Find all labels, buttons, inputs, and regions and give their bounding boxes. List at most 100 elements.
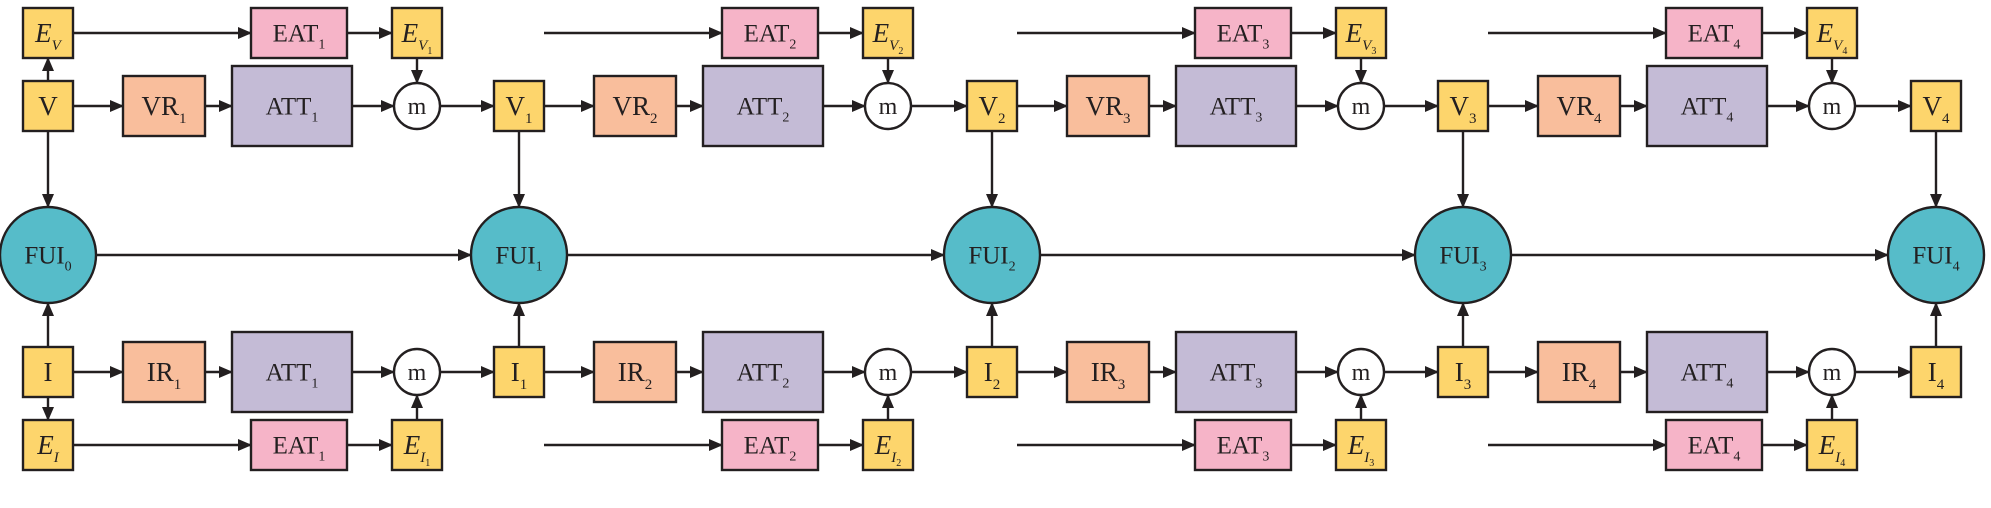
att-bottom-2-shape <box>701 330 825 414</box>
ir-1: IR1 <box>121 340 207 404</box>
bottom-start-e-i-shape <box>21 418 75 472</box>
e-i-3: EI3 <box>1334 418 1388 472</box>
fui-2: FUI2 <box>942 205 1042 305</box>
e-i-1-label: EI1 <box>403 430 431 469</box>
i-start-shape <box>21 345 75 399</box>
merge-bottom-3: m <box>1336 347 1386 397</box>
i-3-shape <box>1436 345 1490 399</box>
eat-top-3-shape <box>1193 6 1293 60</box>
v-start-shape <box>21 79 75 133</box>
eat-top-4: EAT4 <box>1664 6 1764 60</box>
att-bottom-1-shape <box>230 330 354 414</box>
eat-top-1: EAT1 <box>249 6 349 60</box>
att-bottom-4-shape <box>1645 330 1769 414</box>
fui-2-shape <box>942 205 1042 305</box>
ir-4: IR4 <box>1536 340 1622 404</box>
e-v-3: EV3 <box>1334 6 1388 60</box>
eat-top-1-label: EAT1 <box>273 21 326 53</box>
merge-top-1-symbol: m <box>408 94 427 120</box>
vr-2: VR2 <box>592 74 678 138</box>
merge-bottom-4: m <box>1807 347 1857 397</box>
ir-2-label: IR2 <box>618 357 653 393</box>
e-i-2-label: EI2 <box>874 430 902 469</box>
e-v-4-shape <box>1805 6 1859 60</box>
e-i-4-shape <box>1805 418 1859 472</box>
att-bottom-2-label: ATT2 <box>737 360 790 392</box>
eat-bottom-2: EAT2 <box>720 418 820 472</box>
vr-2-label: VR2 <box>612 91 657 127</box>
merge-bottom-3-symbol: m <box>1352 360 1371 386</box>
att-top-1-shape <box>230 64 354 148</box>
vr-1-shape <box>121 74 207 138</box>
att-bottom-3-shape <box>1174 330 1298 414</box>
i-start: I <box>21 345 75 399</box>
att-top-3-label: ATT3 <box>1210 94 1263 126</box>
att-top-3-shape <box>1174 64 1298 148</box>
att-bottom-1-label: ATT1 <box>266 360 319 392</box>
v-start: V <box>21 79 75 133</box>
i-1-shape <box>492 345 546 399</box>
v-1-label: V1 <box>506 91 533 127</box>
eat-bottom-4-shape <box>1664 418 1764 472</box>
eat-top-2-shape <box>720 6 820 60</box>
fui-4-label: FUI4 <box>1912 243 1959 275</box>
ir-2: IR2 <box>592 340 678 404</box>
att-top-4-shape <box>1645 64 1769 148</box>
e-i-1: EI1 <box>390 418 444 472</box>
v-1-shape <box>492 79 546 133</box>
v-2-label: V2 <box>979 91 1006 127</box>
merge-top-4: m <box>1807 81 1857 131</box>
merge-bottom-2-shape <box>863 347 913 397</box>
vr-1: VR1 <box>121 74 207 138</box>
e-i-4: EI4 <box>1805 418 1859 472</box>
fui-3: FUI3 <box>1413 205 1513 305</box>
i-2-label: I2 <box>984 357 1001 393</box>
e-v-3-label: EV3 <box>1345 18 1377 57</box>
att-top-4-label: ATT4 <box>1681 94 1734 126</box>
att-top-1-label: ATT1 <box>266 94 319 126</box>
merge-top-1-shape <box>392 81 442 131</box>
att-bottom-4-label: ATT4 <box>1681 360 1734 392</box>
merge-top-4-shape <box>1807 81 1857 131</box>
v-2: V2 <box>965 79 1019 133</box>
e-v-3-shape <box>1334 6 1388 60</box>
att-top-3: ATT3 <box>1174 64 1298 148</box>
eat-bottom-4-label: EAT4 <box>1688 433 1741 465</box>
top-start-e-v-shape <box>21 6 75 60</box>
eat-top-1-shape <box>249 6 349 60</box>
i-4-label: I4 <box>1928 357 1945 393</box>
merge-top-1: m <box>392 81 442 131</box>
merge-bottom-2: m <box>863 347 913 397</box>
att-top-2-label: ATT2 <box>737 94 790 126</box>
e-i-3-label: EI3 <box>1347 430 1375 469</box>
ir-4-shape <box>1536 340 1622 404</box>
eat-top-2-label: EAT2 <box>744 21 797 53</box>
top-start-e-v: EV <box>21 6 75 60</box>
e-i-1-shape <box>390 418 444 472</box>
vr-4-shape <box>1536 74 1622 138</box>
vr-3-label: VR3 <box>1085 91 1130 127</box>
vr-3: VR3 <box>1065 74 1151 138</box>
v-4-shape <box>1909 79 1963 133</box>
fui-1-label: FUI1 <box>495 243 542 275</box>
merge-top-3: m <box>1336 81 1386 131</box>
merge-bottom-3-shape <box>1336 347 1386 397</box>
e-v-4-label: EV4 <box>1816 18 1848 57</box>
eat-bottom-3-label: EAT3 <box>1217 433 1270 465</box>
e-i-2-shape <box>861 418 915 472</box>
i-3-label: I3 <box>1455 357 1472 393</box>
att-bottom-1: ATT1 <box>230 330 354 414</box>
i-start-label: I <box>44 357 53 387</box>
e-v-1-shape <box>390 6 444 60</box>
att-top-2: ATT2 <box>701 64 825 148</box>
e-i-4-label: EI4 <box>1818 430 1846 469</box>
att-bottom-4: ATT4 <box>1645 330 1769 414</box>
merge-top-2-symbol: m <box>879 94 898 120</box>
att-top-1: ATT1 <box>230 64 354 148</box>
ir-3: IR3 <box>1065 340 1151 404</box>
eat-bottom-1-shape <box>249 418 349 472</box>
e-v-4: EV4 <box>1805 6 1859 60</box>
fui-4: FUI4 <box>1886 205 1986 305</box>
eat-bottom-2-shape <box>720 418 820 472</box>
